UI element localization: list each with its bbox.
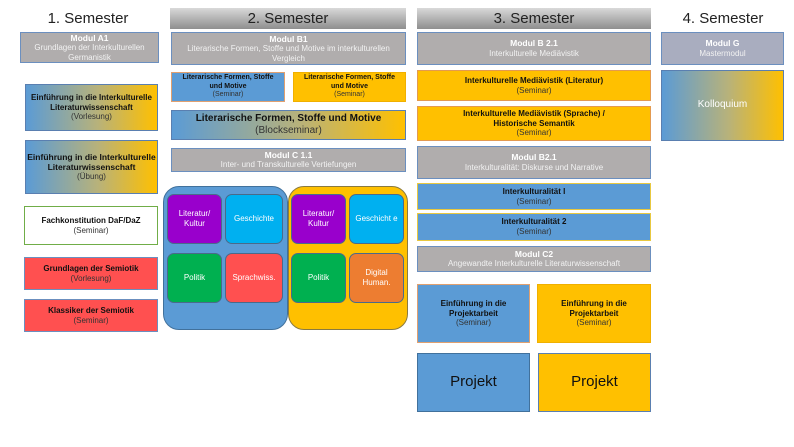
course-title: Interkulturelle Mediävistik (Sprache) / … xyxy=(463,108,605,128)
course-type: (Seminar) xyxy=(576,318,612,328)
tile-politik[interactable]: Politik xyxy=(291,253,346,303)
course-type: (Seminar) xyxy=(212,91,244,99)
course-title: Literarische Formen, Stoffe und Motive xyxy=(195,112,382,124)
course-type: (Vorlesung) xyxy=(70,273,112,283)
tile-digital-humanities[interactable]: Digital Human. xyxy=(349,253,404,303)
course-projektarbeit-blue[interactable]: Einführung in die Projektarbeit (Seminar… xyxy=(417,284,530,343)
course-title: Interkulturalität 2 xyxy=(501,217,567,227)
course-type: (Vorlesung) xyxy=(71,112,112,122)
module-title: Modul B2.1 xyxy=(511,152,557,163)
course-mediaevistik-sprache[interactable]: Interkulturelle Mediävistik (Sprache) / … xyxy=(417,106,651,141)
course-title: Einführung in die Interkulturelle Litera… xyxy=(27,151,156,173)
module-title: Modul C2 xyxy=(514,248,554,259)
course-title: Einführung in die Interkulturelle Litera… xyxy=(31,92,152,112)
tile-geschichte[interactable]: Geschichte xyxy=(225,194,283,244)
project-gold[interactable]: Projekt xyxy=(538,353,651,412)
course-type: (Seminar) xyxy=(455,318,492,328)
course-title: Interkulturalität I xyxy=(502,186,566,196)
semester-4-title: 4. Semester xyxy=(682,9,764,27)
course-interkulturalitaet-2[interactable]: Interkulturalität 2 (Seminar) xyxy=(417,213,651,241)
course-lit-formen-seminar-gold[interactable]: Literarische Formen, Stoffe und Motive (… xyxy=(293,72,406,102)
course-type: (Seminar) xyxy=(516,196,552,206)
course-fachkonstitution[interactable]: Fachkonstitution DaF/DaZ (Seminar) xyxy=(24,206,158,245)
module-b21[interactable]: Modul B 2.1 Interkulturelle Mediävistik xyxy=(417,32,651,65)
course-type: (Seminar) xyxy=(73,225,109,235)
course-type: (Übung) xyxy=(77,172,106,182)
course-title: Interkulturelle Mediävistik (Literatur) xyxy=(464,75,604,85)
tile-literatur-kultur[interactable]: Literatur/ Kultur xyxy=(167,194,222,244)
tile-geschichte[interactable]: Geschicht e xyxy=(349,194,404,244)
kolloquium[interactable]: Kolloquium xyxy=(661,70,784,141)
course-einf-lit-vorlesung[interactable]: Einführung in die Interkulturelle Litera… xyxy=(25,84,158,131)
module-subtitle: Angewandte Interkulturelle Literaturwiss… xyxy=(447,259,621,269)
course-lit-formen-seminar-blue[interactable]: Literarische Formen, Stoffe und Motive (… xyxy=(171,72,285,102)
module-c11[interactable]: Modul C 1.1 Inter- und Transkulturelle V… xyxy=(171,148,406,172)
module-subtitle: Grundlagen der Interkulturellen Germanis… xyxy=(34,42,145,62)
module-title: Modul G xyxy=(705,38,740,49)
course-type: (Seminar) xyxy=(516,227,552,236)
module-title: Modul B1 xyxy=(269,33,308,44)
module-b21-interkulturalitaet[interactable]: Modul B2.1 Interkulturalität: Diskurse u… xyxy=(417,146,651,179)
semester-1-title: 1. Semester xyxy=(47,9,129,27)
tile-sprachwiss[interactable]: Sprachwiss. xyxy=(225,253,283,303)
module-b1[interactable]: Modul B1 Literarische Formen, Stoffe und… xyxy=(171,32,406,65)
course-interkulturalitaet-1[interactable]: Interkulturalität I (Seminar) xyxy=(417,183,651,210)
project-blue[interactable]: Projekt xyxy=(417,353,530,412)
module-subtitle: Inter- und Transkulturelle Vertiefungen xyxy=(220,160,357,170)
tile-literatur-kultur[interactable]: Literatur/ Kultur xyxy=(291,194,346,244)
module-subtitle: Interkulturelle Mediävistik xyxy=(489,48,579,58)
course-mediaevistik-literatur[interactable]: Interkulturelle Mediävistik (Literatur) … xyxy=(417,70,651,101)
module-title: Modul C 1.1 xyxy=(264,149,313,160)
semester-2-title: 2. Semester xyxy=(170,8,406,29)
semester-3-title: 3. Semester xyxy=(417,8,651,29)
course-type: (Seminar) xyxy=(516,85,552,95)
course-einf-lit-uebung[interactable]: Einführung in die Interkulturelle Litera… xyxy=(25,140,158,194)
course-title: Einführung in die Projektarbeit xyxy=(561,298,627,318)
course-title: Literarische Formen, Stoffe und Motive xyxy=(303,74,396,90)
course-klassiker-semiotik[interactable]: Klassiker der Semiotik (Seminar) xyxy=(24,299,158,332)
module-g[interactable]: Modul G Mastermodul xyxy=(661,32,784,65)
course-type: (Seminar) xyxy=(334,91,365,99)
module-title: Modul A1 xyxy=(70,32,109,43)
module-subtitle: Mastermodul xyxy=(699,48,746,58)
module-subtitle: Literarische Formen, Stoffe und Motive i… xyxy=(187,43,390,63)
module-subtitle: Interkulturalität: Diskurse und Narrativ… xyxy=(464,162,604,172)
course-title: Literarische Formen, Stoffe und Motive xyxy=(182,74,274,90)
course-type: (Seminar) xyxy=(516,128,552,138)
course-type: (Seminar) xyxy=(73,315,109,325)
tile-politik[interactable]: Politik xyxy=(167,253,222,303)
course-type: (Blockseminar) xyxy=(255,125,322,136)
course-title: Fachkonstitution DaF/DaZ xyxy=(41,215,141,225)
course-grundlagen-semiotik[interactable]: Grundlagen der Semiotik (Vorlesung) xyxy=(24,257,158,290)
course-title: Klassiker der Semiotik xyxy=(48,305,134,315)
module-title: Modul B 2.1 xyxy=(510,38,558,49)
course-title: Grundlagen der Semiotik xyxy=(43,263,139,273)
course-lit-formen-blockseminar[interactable]: Literarische Formen, Stoffe und Motive (… xyxy=(171,110,406,140)
module-c2[interactable]: Modul C2 Angewandte Interkulturelle Lite… xyxy=(417,246,651,272)
module-a1[interactable]: Modul A1 Grundlagen der Interkulturellen… xyxy=(20,32,159,63)
course-title: Einführung in die Projektarbeit xyxy=(440,298,507,318)
course-projektarbeit-gold[interactable]: Einführung in die Projektarbeit (Seminar… xyxy=(537,284,651,343)
